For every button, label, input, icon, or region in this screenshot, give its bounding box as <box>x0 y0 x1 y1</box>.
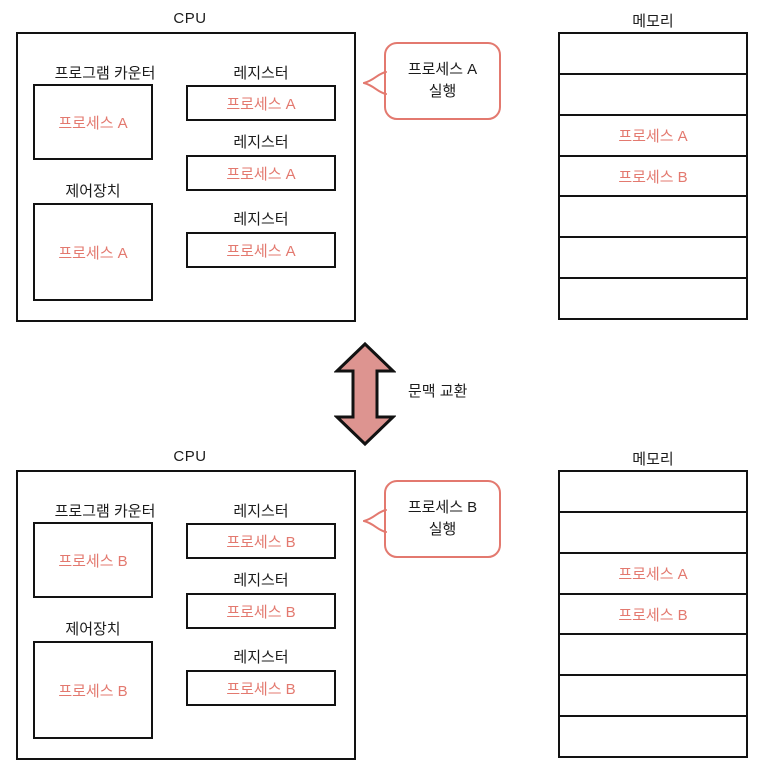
memory-cell-value: 프로세스 A <box>618 565 688 583</box>
memory-row <box>560 472 746 513</box>
memory-row: 프로세스 B <box>560 595 746 636</box>
control-unit-value-top: 프로세스 A <box>58 244 128 262</box>
register-value-top-2: 프로세스 A <box>226 165 296 183</box>
control-unit-value-bottom: 프로세스 B <box>58 682 128 700</box>
top-cpu-section: CPU 프로그램 카운터 프로세스 A 제어장치 프로세스 A 레지스터 프로세… <box>0 10 380 330</box>
register-label-bottom-3: 레지스터 <box>233 649 289 666</box>
register-label-top-3: 레지스터 <box>233 211 289 228</box>
cpu-title-bottom: CPU <box>173 448 207 465</box>
memory-box-bottom: 프로세스 A 프로세스 B <box>558 470 748 758</box>
speech-bubble-top: 프로세스 A 실행 <box>363 42 501 120</box>
bottom-cpu-section: CPU 프로그램 카운터 프로세스 B 제어장치 프로세스 B 레지스터 프로세… <box>0 448 380 768</box>
register-box-bottom-1: 프로세스 B <box>186 523 336 559</box>
register-value-top-1: 프로세스 A <box>226 95 296 113</box>
speech-bubble-bottom: 프로세스 B 실행 <box>363 480 501 558</box>
register-box-top-2: 프로세스 A <box>186 155 336 191</box>
register-box-bottom-2: 프로세스 B <box>186 593 336 629</box>
memory-row: 프로세스 A <box>560 554 746 595</box>
memory-row <box>560 635 746 677</box>
register-value-bottom-1: 프로세스 B <box>226 533 296 551</box>
program-counter-label-top: 프로그램 카운터 <box>54 65 156 82</box>
control-unit-box-top: 프로세스 A <box>33 203 153 301</box>
double-arrow-up-down-icon <box>333 341 397 447</box>
speech-bubble-line1-bottom: 프로세스 B <box>407 499 478 517</box>
register-box-top-1: 프로세스 A <box>186 85 336 121</box>
register-value-bottom-2: 프로세스 B <box>226 603 296 621</box>
control-unit-label-bottom: 제어장치 <box>65 621 121 638</box>
memory-title-top: 메모리 <box>632 13 674 30</box>
context-switch-label: 문맥 교환 <box>408 383 468 400</box>
register-label-top-2: 레지스터 <box>233 134 289 151</box>
memory-cell-value: 프로세스 B <box>618 168 688 186</box>
memory-box-top: 프로세스 A 프로세스 B <box>558 32 748 320</box>
register-box-top-3: 프로세스 A <box>186 232 336 268</box>
control-unit-label-top: 제어장치 <box>65 183 121 200</box>
bottom-memory-section: 메모리 프로세스 A 프로세스 B <box>558 448 748 768</box>
program-counter-label-bottom: 프로그램 카운터 <box>54 503 156 520</box>
register-label-top-1: 레지스터 <box>233 65 289 82</box>
register-box-bottom-3: 프로세스 B <box>186 670 336 706</box>
memory-title-bottom: 메모리 <box>632 451 674 468</box>
control-unit-box-bottom: 프로세스 B <box>33 641 153 739</box>
speech-bubble-line2-bottom: 실행 <box>428 521 457 538</box>
speech-bubble-line2-top: 실행 <box>428 83 457 100</box>
cpu-title-top: CPU <box>173 10 207 27</box>
memory-row <box>560 238 746 280</box>
memory-row <box>560 197 746 239</box>
register-label-bottom-1: 레지스터 <box>233 503 289 520</box>
memory-row <box>560 75 746 116</box>
memory-row <box>560 676 746 718</box>
register-value-top-3: 프로세스 A <box>226 242 296 260</box>
register-label-bottom-2: 레지스터 <box>233 572 289 589</box>
speech-bubble-tail-icon-bottom <box>363 509 387 533</box>
program-counter-value-bottom: 프로세스 B <box>58 552 128 570</box>
program-counter-box-bottom: 프로세스 B <box>33 522 153 598</box>
register-value-bottom-3: 프로세스 B <box>226 680 296 698</box>
program-counter-value-top: 프로세스 A <box>58 114 128 132</box>
memory-row <box>560 279 746 318</box>
memory-row: 프로세스 A <box>560 116 746 157</box>
speech-bubble-tail-icon-top <box>363 71 387 95</box>
program-counter-box-top: 프로세스 A <box>33 84 153 160</box>
memory-cell-value: 프로세스 A <box>618 127 688 145</box>
top-memory-section: 메모리 프로세스 A 프로세스 B <box>558 10 748 330</box>
memory-row <box>560 34 746 75</box>
memory-row: 프로세스 B <box>560 157 746 198</box>
memory-cell-value: 프로세스 B <box>618 606 688 624</box>
memory-row <box>560 717 746 756</box>
speech-bubble-line1-top: 프로세스 A <box>407 61 478 79</box>
context-switch-arrow <box>333 341 397 447</box>
memory-row <box>560 513 746 554</box>
